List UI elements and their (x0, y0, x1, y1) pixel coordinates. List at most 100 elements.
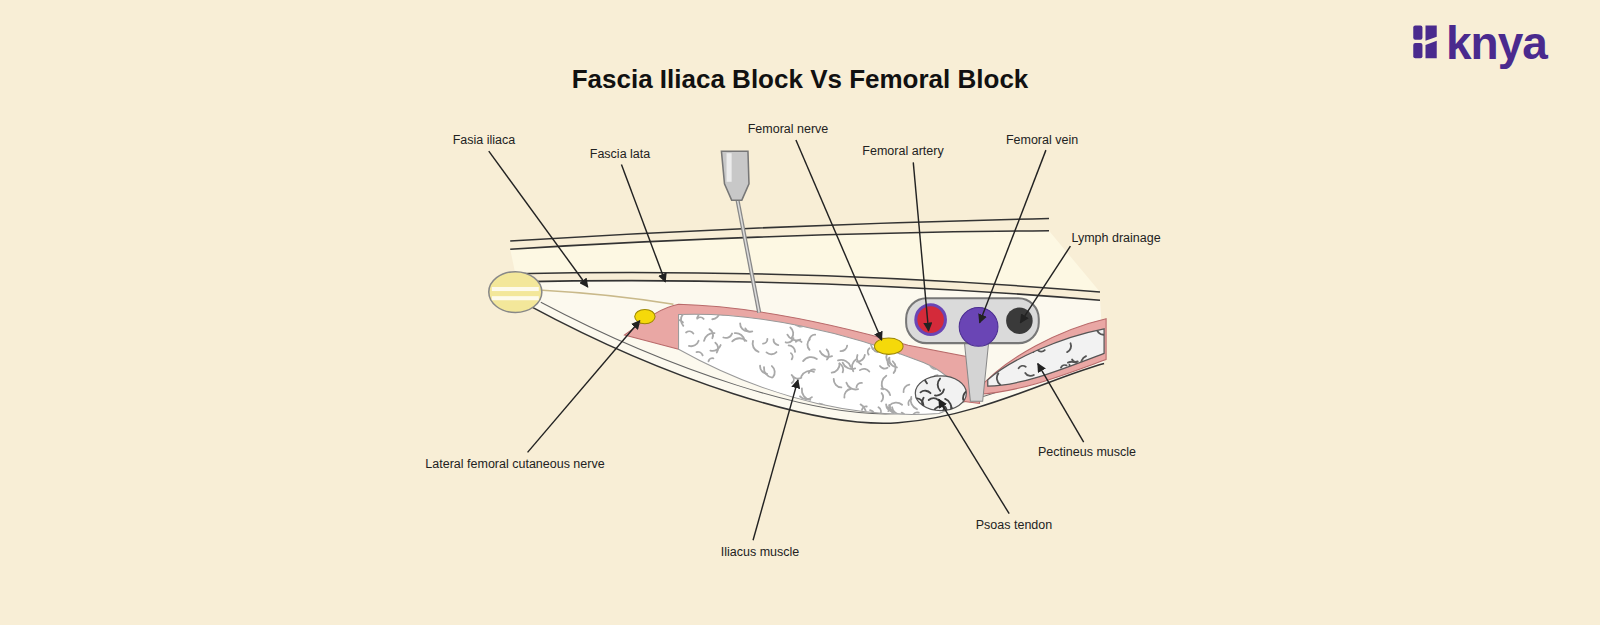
deep-boundary (541, 302, 1104, 414)
muscle-fiber (719, 309, 724, 315)
skin-line (510, 219, 1049, 241)
muscle-fiber (818, 316, 824, 321)
muscle-fiber (860, 369, 869, 372)
muscle-fiber (886, 354, 891, 364)
part-label: Fascia lata (590, 147, 650, 162)
muscle-fiber (1052, 374, 1064, 381)
muscle-fiber (712, 312, 719, 319)
muscle-fiber (928, 351, 934, 355)
muscle-fiber (1086, 360, 1089, 365)
muscle-fiber (740, 323, 748, 331)
muscle-fiber (710, 345, 720, 351)
femoral-nerve (874, 338, 903, 354)
muscle-fiber (938, 379, 941, 391)
femoral-artery (914, 303, 947, 336)
part-label: Psoas tendon (976, 518, 1052, 533)
muscle-fiber (792, 377, 794, 383)
muscle-fiber (861, 404, 866, 417)
muscle-fiber (869, 318, 872, 325)
lateral-femoral-cutaneous-nerve (635, 309, 655, 323)
muscle-fiber (988, 366, 991, 374)
muscle-fiber (682, 401, 684, 408)
muscle-fiber (929, 398, 939, 400)
logo-icon (1413, 26, 1436, 59)
muscle-fiber (796, 313, 803, 317)
muscle-fiber (733, 388, 735, 396)
muscle-fiber (673, 410, 676, 418)
muscle-fiber (766, 352, 776, 354)
leader-line (980, 150, 1046, 323)
part-label: Iliacus muscle (721, 545, 800, 560)
leader-line (939, 399, 1009, 513)
muscle-fiber (807, 339, 809, 349)
muscle-fiber (893, 361, 896, 373)
muscle-fiber (704, 333, 714, 341)
muscle-fiber (696, 352, 702, 356)
leader-line (489, 151, 588, 287)
muscle-fiber (1038, 350, 1045, 351)
muscle-fiber (708, 358, 713, 361)
muscle-fiber (789, 345, 795, 351)
muscle-fiber (857, 355, 861, 364)
muscle-texture (673, 301, 975, 421)
block-needle (721, 151, 759, 312)
muscle-fiber (723, 334, 732, 338)
muscle-fiber (707, 375, 717, 382)
muscle-fiber (856, 383, 861, 388)
muscle-fiber (1061, 365, 1067, 368)
muscle-fiber (840, 346, 847, 351)
logo-wordmark: knya (1446, 16, 1547, 71)
muscle-fiber (916, 341, 921, 354)
muscle-fiber (697, 317, 703, 319)
muscle-fiber (855, 318, 864, 322)
muscle-fiber (912, 412, 918, 415)
muscle-fiber (1081, 356, 1086, 367)
part-label: Femoral artery (862, 144, 943, 159)
muscle-fiber (997, 373, 1000, 384)
muscle-fiber (933, 348, 942, 358)
muscle-fiber (844, 389, 851, 398)
leader-line (1038, 364, 1084, 443)
muscle-fiber (827, 349, 829, 359)
muscle-fiber (922, 398, 927, 411)
muscle-fiber (852, 359, 856, 371)
vessel-sheath-septum (964, 341, 988, 401)
part-label: Pectineus muscle (1038, 445, 1136, 460)
muscle-fiber (786, 338, 794, 342)
muscle-fiber (801, 371, 814, 376)
muscle-fiber (724, 406, 729, 416)
leader-line (1020, 246, 1070, 323)
muscle-fiber (925, 371, 927, 383)
bone-section (489, 272, 542, 313)
muscle-fiber (820, 320, 826, 323)
part-label: Lateral femoral cutaneous nerve (425, 457, 604, 472)
part-label: Femoral vein (1006, 133, 1078, 148)
muscle-fiber (963, 390, 969, 400)
part-label: Fasia iliaca (453, 133, 516, 148)
muscle-fiber (772, 366, 775, 377)
muscle-fiber (687, 360, 694, 370)
muscle-fiber (794, 323, 805, 326)
muscle-fiber (915, 375, 920, 382)
muscle-fiber (764, 367, 772, 377)
leader-line (621, 164, 665, 281)
muscle-fiber (848, 301, 859, 308)
muscle-fiber (1087, 361, 1093, 365)
muscle-fiber (834, 379, 842, 387)
muscle-fiber (956, 359, 964, 361)
leader-line (913, 162, 928, 331)
muscle-fiber (1097, 327, 1104, 334)
muscle-fiber (1030, 344, 1039, 346)
lymph-node (1006, 307, 1033, 334)
muscle-fiber (886, 321, 892, 324)
femoral-artery (917, 306, 944, 333)
muscle-fiber (700, 401, 703, 409)
diagram-title: Fascia Iliaca Block Vs Femoral Block (572, 64, 1029, 95)
body-region (515, 281, 1104, 424)
muscle-fiber (902, 413, 906, 422)
muscle-fiber (796, 341, 802, 342)
muscle-fiber (1067, 343, 1071, 352)
muscle-fiber (696, 307, 699, 318)
muscle-fiber (692, 378, 701, 381)
